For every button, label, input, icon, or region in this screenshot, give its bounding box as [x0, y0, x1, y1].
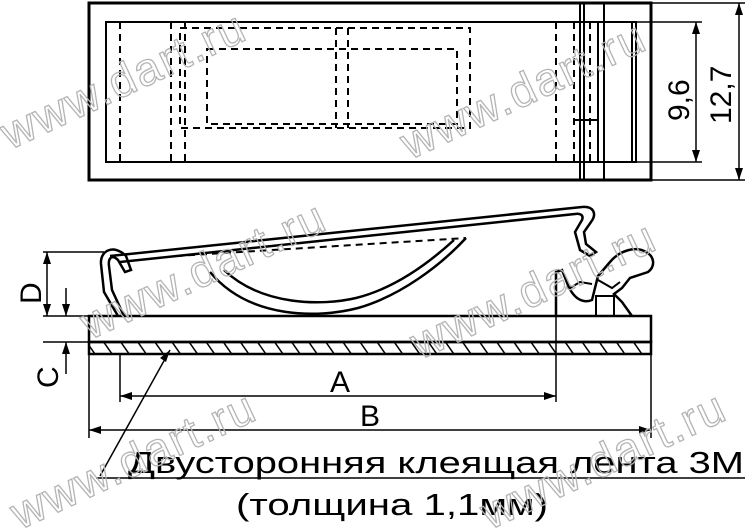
top-view-outline	[87, 1, 653, 182]
top-view-clip-lines	[574, 3, 633, 180]
dimension-label-b: B	[360, 400, 380, 433]
left-hook	[99, 248, 133, 317]
adhesive-tape	[87, 340, 653, 356]
watermark: www.dart.ru	[391, 10, 654, 169]
right-latch	[554, 248, 655, 317]
top-view-dimensions	[636, 2, 745, 181]
right-latch-detail	[569, 279, 621, 290]
watermark: www.dart.ru	[71, 190, 334, 349]
spring-arc-inner	[223, 239, 455, 304]
right-latch-notch	[595, 295, 615, 317]
dimension-label-d: D	[15, 282, 48, 304]
caption-line-2: (толщина 1,1мм)	[236, 487, 548, 522]
lever-arm	[109, 205, 599, 264]
top-view-hidden-lines	[119, 22, 591, 162]
top-view-inner-outline	[105, 21, 637, 163]
side-view-arrowheads	[43, 252, 651, 434]
dimension-label-a: A	[330, 366, 350, 399]
caption-line-1: Двусторонняя клеящая лента 3М	[128, 445, 744, 480]
lever-hidden-edge	[175, 237, 467, 257]
base-plate	[87, 314, 653, 344]
dimension-label-12-7: 12,7	[705, 66, 738, 124]
watermark: www.dart.ru	[0, 0, 254, 159]
dimension-label-c: C	[32, 366, 65, 388]
caption: Двусторонняя клеящая лента 3М (толщина 1…	[96, 445, 745, 522]
dimension-label-9-6: 9,6	[663, 79, 696, 121]
side-view	[87, 205, 655, 356]
spring-arc	[209, 237, 467, 315]
top-view	[87, 1, 745, 182]
